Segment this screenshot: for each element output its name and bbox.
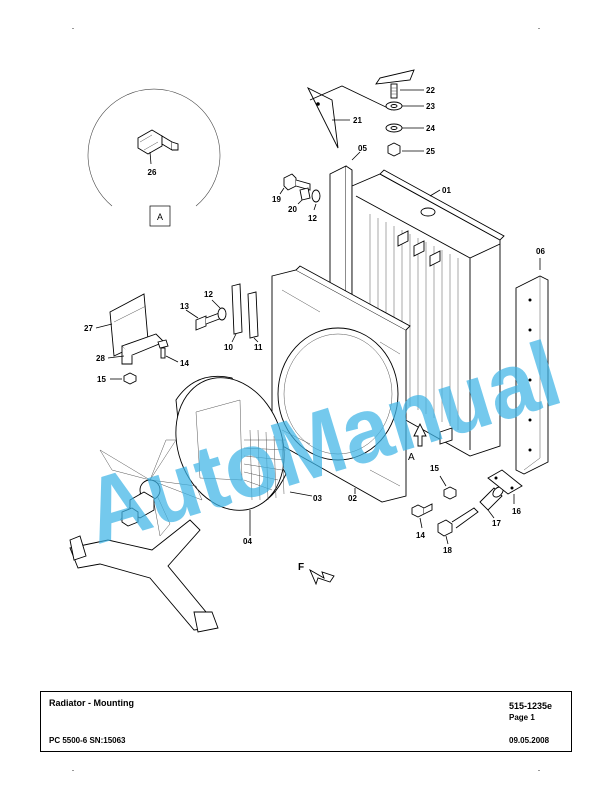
callout-19: 19: [272, 195, 281, 204]
machine-serial: PC 5500-6 SN:15063: [49, 736, 126, 745]
bracket-28: 28: [96, 333, 165, 365]
callout-04: 04: [243, 537, 252, 546]
washer-12b: 12: [308, 189, 321, 223]
bolt-13: 13: [180, 302, 223, 331]
detail-view-a: A 26: [87, 88, 221, 227]
document-title: Radiator - Mounting: [49, 698, 134, 708]
plate-10: 10: [224, 283, 243, 352]
callout-12a: 12: [204, 290, 213, 299]
page-number: Page 1: [509, 713, 535, 722]
detail-view-label: A: [157, 212, 163, 222]
callout-01: 01: [442, 186, 451, 195]
callout-23: 23: [426, 102, 435, 111]
stud-stack-22-25: 22 23 24 25: [375, 69, 435, 157]
document-date: 09.05.2008: [509, 736, 550, 745]
fan-shroud-02: 02: [271, 265, 411, 503]
page-tick: [72, 28, 74, 29]
side-strip-06: 06: [515, 247, 549, 475]
washer-20: 20: [288, 187, 311, 214]
nut-15b: 15: [430, 464, 457, 500]
callout-26: 26: [148, 168, 157, 177]
view-marker-label: A: [408, 452, 415, 463]
callout-10: 10: [224, 343, 233, 352]
washer-12a: 12: [204, 290, 227, 321]
direction-marker-label: F: [298, 562, 304, 573]
callout-28: 28: [96, 354, 105, 363]
plate-16: 16: [487, 469, 523, 516]
plate-11: 11: [247, 291, 263, 352]
nut-15a: 15: [97, 372, 137, 385]
callout-11: 11: [254, 343, 263, 352]
bolt-14b: 14: [411, 503, 433, 540]
callout-18: 18: [443, 546, 452, 555]
spacer-17: 17: [479, 486, 504, 528]
page-tick: [72, 770, 74, 771]
callout-25: 25: [426, 147, 435, 156]
callout-02: 02: [348, 494, 357, 503]
direction-marker-f: F: [298, 562, 335, 586]
callout-16: 16: [512, 507, 521, 516]
page-tick: [538, 770, 540, 771]
callout-20: 20: [288, 205, 297, 214]
bolt-18: 18: [437, 507, 479, 555]
bolt-14a: 14: [157, 339, 189, 368]
callout-24: 24: [426, 124, 435, 133]
page-tick: [538, 28, 540, 29]
callout-17: 17: [492, 519, 501, 528]
callout-06: 06: [536, 247, 545, 256]
callout-14b: 14: [416, 531, 425, 540]
exploded-parts-diagram: A 26 21 22 23 24 25: [69, 69, 572, 633]
callout-15a: 15: [97, 375, 106, 384]
fitting-26: [137, 129, 179, 155]
callout-03: 03: [313, 494, 322, 503]
callout-27: 27: [84, 324, 93, 333]
fan-assembly: 04: [99, 439, 252, 546]
fan-ring-03: 03: [175, 375, 322, 511]
callout-12b: 12: [308, 214, 317, 223]
document-number: 515-1235e: [509, 701, 553, 711]
callout-22: 22: [426, 86, 435, 95]
callout-13: 13: [180, 302, 189, 311]
callout-14a: 14: [180, 359, 189, 368]
base-stand: [69, 519, 219, 633]
callout-21: 21: [353, 116, 362, 125]
callout-15b: 15: [430, 464, 439, 473]
view-marker-a: A: [408, 422, 427, 463]
callout-05: 05: [358, 144, 367, 153]
bolt-19: 19: [272, 173, 311, 204]
bracket-21: 21: [306, 85, 393, 149]
title-block: Radiator - Mounting 515-1235e Page 1 PC …: [40, 691, 572, 752]
